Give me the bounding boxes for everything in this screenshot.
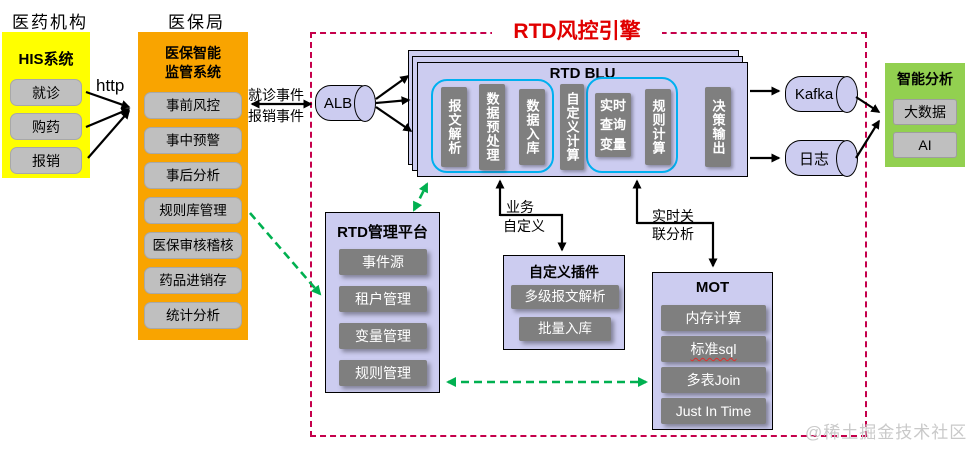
- module-rule-compute: 规则计算: [645, 89, 671, 165]
- mot-box: MOT 内存计算 标准sql 多表Join Just In Time: [652, 272, 773, 430]
- bureau-item-statistics: 统计分析: [144, 302, 242, 329]
- plugin-item-multilevel-parse: 多级报文解析: [511, 285, 619, 309]
- intelligent-analysis-box: 智能分析 大数据 AI: [885, 63, 965, 167]
- rtd-engine-title: RTD风控引擎: [492, 13, 662, 47]
- event-label-visit: 就诊事件: [248, 87, 304, 103]
- module-data-store: 数据入库: [519, 89, 545, 165]
- his-item-buy-medicine: 购药: [10, 113, 82, 140]
- mot-item-standard-sql: 标准sql: [661, 336, 766, 362]
- mgmt-item-event-source: 事件源: [339, 249, 427, 275]
- his-system-title: HIS系统: [18, 51, 74, 68]
- mgmt-item-rule: 规则管理: [339, 360, 427, 386]
- cylinder-cap: [836, 75, 858, 113]
- intelligent-analysis-title: 智能分析: [897, 71, 953, 87]
- realtime-association-label-line2: 联分析: [652, 226, 694, 242]
- business-custom-label-line2: 自定义: [503, 218, 545, 234]
- his-item-visit: 就诊: [10, 79, 82, 106]
- bureau-item-rule-library: 规则库管理: [144, 197, 242, 224]
- module-decision-output: 决策输出: [705, 87, 731, 167]
- mot-title: MOT: [695, 279, 730, 296]
- business-custom-label-line1: 业务: [506, 199, 534, 215]
- http-arrow-label: http: [96, 76, 125, 95]
- analysis-item-ai: AI: [893, 132, 957, 158]
- bureau-item-drug-inventory: 药品进销存: [144, 267, 242, 294]
- mot-item-just-in-time: Just In Time: [661, 398, 766, 424]
- mot-item-multi-table-join: 多表Join: [661, 367, 766, 393]
- mot-item-memory-compute: 内存计算: [661, 305, 766, 331]
- rtd-blu-box: RTD BLU 报文解析 数据预处理 数据入库 自定义计算 实时查询变量 规则计…: [417, 62, 748, 177]
- log-label: 日志: [798, 150, 829, 168]
- kafka-cylinder: Kafka: [785, 75, 858, 113]
- mgmt-item-tenant: 租户管理: [339, 286, 427, 312]
- module-message-parse: 报文解析: [441, 87, 467, 167]
- insurance-bureau-heading: 医保局: [168, 13, 225, 32]
- plugin-item-batch-store: 批量入库: [519, 317, 611, 341]
- bureau-item-pre-risk: 事前风控: [144, 92, 242, 119]
- custom-plugin-title: 自定义插件: [529, 264, 599, 280]
- module-realtime-query-variable: 实时查询变量: [595, 93, 631, 157]
- rtd-management-platform-title: RTD管理平台: [337, 224, 428, 241]
- pharma-org-heading: 医药机构: [12, 13, 88, 32]
- analysis-item-bigdata: 大数据: [893, 99, 957, 125]
- kafka-label: Kafka: [794, 85, 834, 103]
- rtd-management-platform-box: RTD管理平台 事件源 租户管理 变量管理 规则管理: [325, 212, 440, 393]
- his-item-reimburse: 报销: [10, 147, 82, 174]
- alb-cylinder: ALB: [315, 84, 376, 122]
- bureau-item-in-process-warning: 事中预警: [144, 127, 242, 154]
- mgmt-item-variable: 变量管理: [339, 323, 427, 349]
- bureau-item-post-analysis: 事后分析: [144, 162, 242, 189]
- event-label-reimburse: 报销事件: [248, 108, 304, 124]
- custom-plugin-box: 自定义插件 多级报文解析 批量入库: [503, 255, 625, 350]
- alb-label: ALB: [323, 94, 353, 112]
- ingest-module-group: [431, 79, 554, 173]
- module-data-preprocess: 数据预处理: [479, 84, 505, 170]
- his-system-box: HIS系统 就诊 购药 报销: [2, 32, 90, 178]
- log-cylinder: 日志: [785, 139, 858, 177]
- module-custom-compute: 自定义计算: [560, 84, 584, 170]
- insurance-supervision-title: 医保智能 监管系统: [165, 45, 221, 80]
- cylinder-cap: [354, 84, 376, 122]
- compute-module-group: [586, 77, 678, 173]
- insurance-supervision-box: 医保智能 监管系统 事前风控 事中预警 事后分析 规则库管理 医保审核稽核 药品…: [138, 32, 248, 340]
- bureau-item-audit: 医保审核稽核: [144, 232, 242, 259]
- realtime-association-label-line1: 实时关: [652, 208, 694, 224]
- watermark: @稀土掘金技术社区: [805, 423, 968, 442]
